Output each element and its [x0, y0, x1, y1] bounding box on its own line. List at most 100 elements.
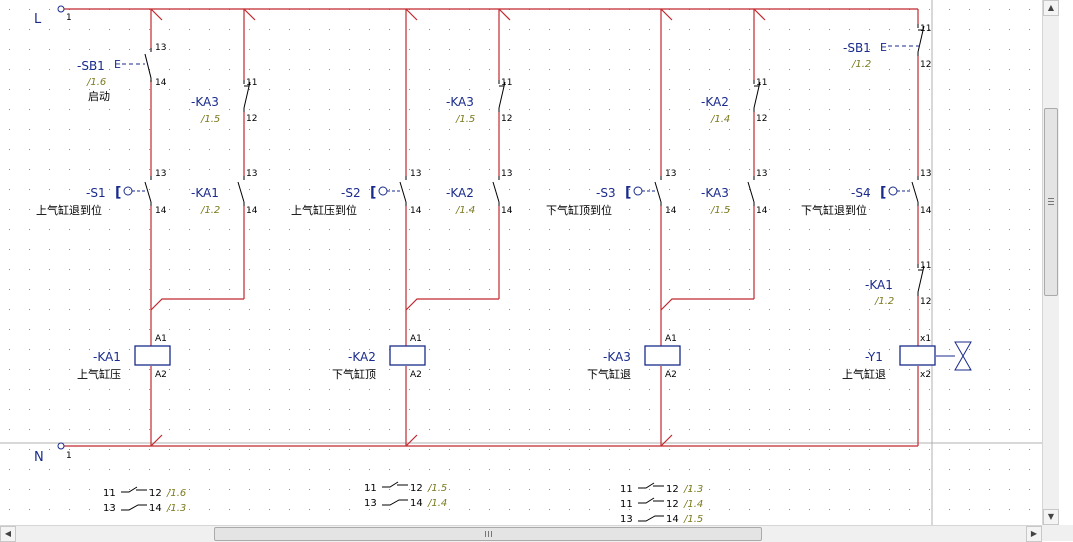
bracket-s1: [	[115, 185, 121, 201]
scroll-up-button[interactable]: ▲	[1043, 0, 1059, 16]
xref-ref: /1.3	[683, 484, 703, 495]
svg-text:13: 13	[501, 169, 512, 179]
svg-text:13: 13	[410, 169, 421, 179]
wire-segment	[243, 8, 256, 21]
wire-segment	[498, 8, 511, 21]
text-coil-ka2: 下气缸顶	[332, 367, 376, 381]
vertical-scroll-thumb[interactable]	[1044, 108, 1058, 296]
svg-text:14: 14	[410, 206, 422, 216]
wire-segment	[405, 298, 499, 311]
svg-text:13: 13	[155, 43, 166, 53]
bus-label-N: N	[34, 450, 44, 465]
ref-ka1-col1: /1.2	[200, 205, 220, 216]
ref-sb1: /1.6	[86, 77, 106, 88]
scroll-right-button[interactable]: ▶	[1026, 526, 1042, 542]
terminal-N[interactable]	[57, 442, 65, 450]
wire-segment	[150, 298, 244, 311]
xref-no-symbol	[382, 499, 408, 506]
contact-ka2-col3-blade	[753, 81, 761, 109]
tag-s1[interactable]: -S1	[86, 186, 106, 200]
svg-text:14: 14	[155, 206, 167, 216]
wire-segment	[753, 8, 766, 21]
tag-sb1[interactable]: -SB1	[77, 59, 105, 73]
svg-text:13: 13	[155, 169, 166, 179]
xref-pin-a: 11	[103, 488, 116, 499]
tag-s4[interactable]: -S4	[851, 186, 871, 200]
coil-ka2-box	[389, 345, 426, 366]
text-s4: 下气缸退到位	[801, 203, 867, 217]
svg-text:13: 13	[246, 169, 257, 179]
svg-text:11: 11	[501, 78, 512, 88]
ref-ka3-col3: /1.5	[710, 205, 730, 216]
xref-pin-b: 12	[666, 484, 679, 495]
svg-text:11: 11	[246, 78, 257, 88]
svg-text:14: 14	[155, 78, 167, 88]
bracket-s3: [	[625, 185, 631, 201]
grip-line	[1048, 198, 1054, 199]
tag-sb1-col4[interactable]: -SB1	[843, 41, 871, 55]
tag-ka3-left[interactable]: -KA3	[191, 95, 219, 109]
wire-segment	[150, 8, 163, 21]
tag-coil-ka2[interactable]: -KA2	[348, 350, 376, 364]
text-sb1: 启动	[88, 90, 110, 103]
scroll-down-button[interactable]: ▼	[1043, 509, 1059, 525]
xref-pin-a: 11	[364, 483, 377, 494]
xref-no-symbol	[121, 504, 147, 511]
contact-ka3-col3-blade	[747, 181, 755, 203]
svg-text:A1: A1	[410, 334, 422, 344]
svg-text:A2: A2	[155, 370, 167, 380]
tag-ka1-col4[interactable]: -KA1	[865, 278, 893, 292]
scroll-left-button[interactable]: ◀	[0, 526, 16, 542]
svg-text:x2: x2	[920, 370, 931, 380]
tag-coil-y1[interactable]: -Y1	[865, 350, 883, 364]
svg-text:14: 14	[920, 206, 932, 216]
tag-coil-ka1[interactable]: -KA1	[93, 350, 121, 364]
xref-pin-a: 13	[103, 503, 116, 514]
tag-ka2-col2[interactable]: -KA2	[446, 186, 474, 200]
contact-ka1-col1-blade	[237, 181, 245, 203]
ref-sb1-col4: /1.2	[851, 59, 871, 70]
xref-ref: /1.6	[166, 488, 186, 499]
tag-ka3-col2[interactable]: -KA3	[446, 95, 474, 109]
coil-ka1-box	[134, 345, 171, 366]
text-coil-y1: 上气缸退	[842, 367, 886, 381]
wire-segment	[405, 434, 418, 447]
tag-ka1-col1[interactable]: -KA1	[191, 186, 219, 200]
svg-text:12: 12	[246, 114, 257, 124]
text-s2: 上气缸压到位	[291, 203, 357, 217]
svg-text:13: 13	[920, 169, 931, 179]
svg-text:A1: A1	[665, 334, 677, 344]
svg-text:A2: A2	[410, 370, 422, 380]
vertical-scrollbar[interactable]: ▲ ▼	[1042, 0, 1059, 525]
tag-s3[interactable]: -S3	[596, 186, 616, 200]
tag-coil-ka3[interactable]: -KA3	[603, 350, 631, 364]
tag-ka2-col3[interactable]: -KA2	[701, 95, 729, 109]
terminal-number-top: 1	[66, 13, 72, 23]
xref-pin-b: 12	[410, 483, 423, 494]
ref-ka1-col4: /1.2	[874, 296, 894, 307]
text-s3: 下气缸顶到位	[546, 203, 612, 217]
text-s1: 上气缸退到位	[36, 203, 102, 217]
horizontal-scrollbar[interactable]: ◀ ▶	[0, 525, 1042, 542]
xref-ref: /1.5	[427, 483, 447, 494]
xref-pin-b: 14	[666, 514, 679, 525]
horizontal-scroll-thumb[interactable]	[214, 527, 762, 541]
tag-s2[interactable]: -S2	[341, 186, 361, 200]
coils	[134, 345, 936, 366]
xref-ref: /1.4	[427, 498, 447, 509]
terminal-L[interactable]	[57, 5, 65, 13]
svg-text:12: 12	[756, 114, 767, 124]
bracket-s2: [	[370, 185, 376, 201]
ref-ka3-left: /1.5	[200, 114, 220, 125]
svg-text:14: 14	[501, 206, 513, 216]
terminal-number-bottom: 1	[66, 451, 72, 461]
xref-pin-b: 12	[149, 488, 162, 499]
tag-ka3-col3[interactable]: -KA3	[701, 186, 729, 200]
coil-y1-box	[899, 345, 936, 366]
bus-label-L: L	[34, 12, 42, 27]
grip-line	[1048, 201, 1054, 202]
grip-line	[1048, 204, 1054, 205]
ref-ka3-col2: /1.5	[455, 114, 475, 125]
